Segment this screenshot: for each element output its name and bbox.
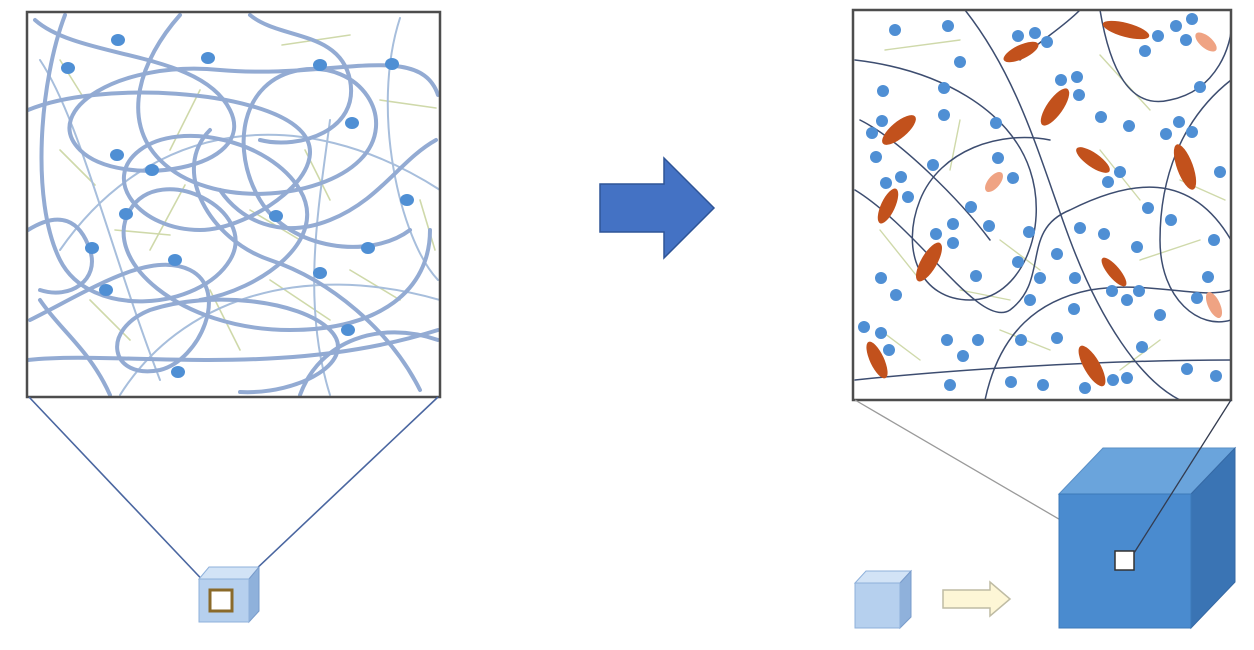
solute-ellipses — [866, 20, 1197, 387]
big-right-arrow-icon — [599, 156, 716, 260]
zoom-line-right-edge — [1133, 399, 1232, 554]
sample-region-marker — [1114, 550, 1135, 571]
panel-background — [853, 10, 1231, 400]
solvent-dots-before — [61, 34, 414, 378]
large-cube-icon — [1057, 446, 1237, 630]
solvent-dots-after — [858, 13, 1226, 394]
sample-region-marker — [208, 588, 234, 613]
zoom-lines-before — [28, 396, 439, 591]
network-panel-before — [25, 10, 442, 399]
small-right-arrow-icon — [942, 580, 1012, 618]
panel-frame — [851, 8, 1233, 402]
network-chains — [854, 10, 1231, 400]
network-panel-after — [851, 8, 1233, 402]
panel-frame — [25, 10, 442, 399]
solute-ellipses-light — [985, 32, 1223, 318]
small-cube-icon — [197, 565, 261, 624]
small-cube-icon — [853, 569, 913, 630]
